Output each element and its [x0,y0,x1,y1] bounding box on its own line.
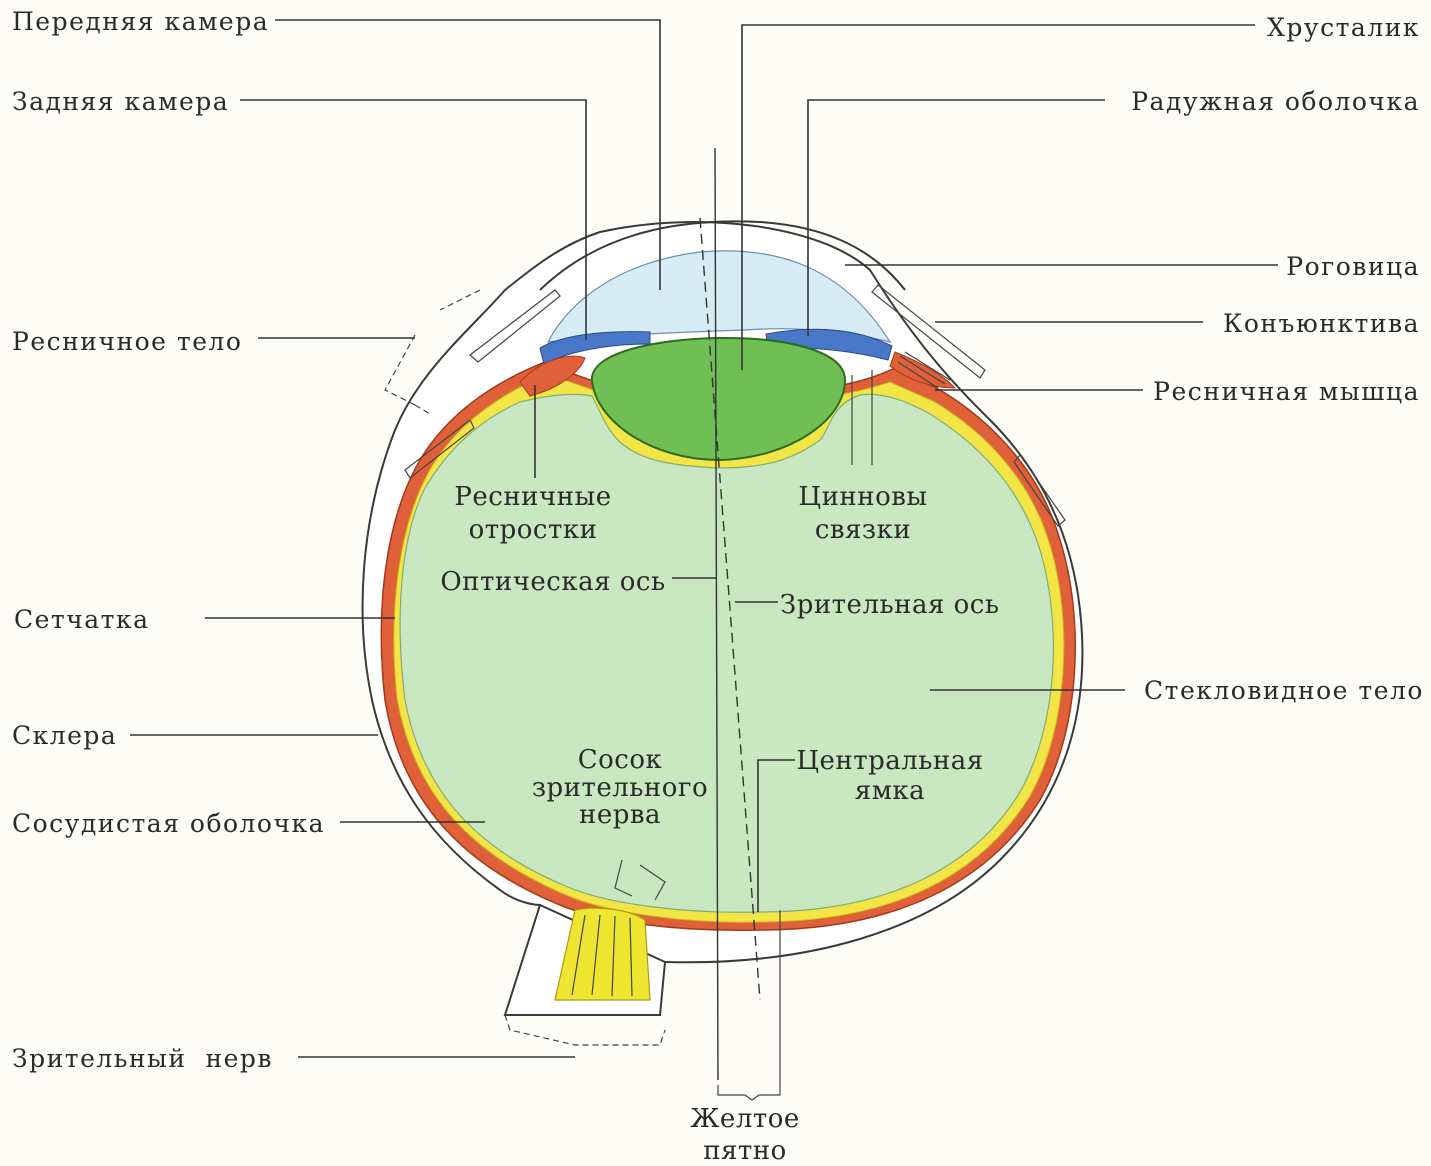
label-optic-nerve: Зрительный нерв [12,1044,273,1073]
label-visual-axis: Зрительная ось [780,590,999,620]
label-macula-2: пятно [703,1136,787,1166]
label-cornea: Роговица [1286,252,1420,281]
label-fovea-1: Центральная [796,746,983,776]
label-fovea-2: ямка [855,776,925,806]
label-ciliary-processes-2: отростки [469,515,598,545]
label-macula-1: Желтое [690,1104,800,1134]
label-zonule-1: Цинновы [798,482,927,512]
label-retina: Сетчатка [14,605,150,634]
label-vitreous-body: Стекловидное тело [1144,676,1424,705]
label-posterior-chamber: Задняя камера [12,87,229,116]
label-anterior-chamber: Передняя камера [12,7,269,36]
label-sclera: Склера [12,721,117,750]
label-zonule-2: связки [815,515,911,545]
macula-bracket [718,1085,780,1100]
label-choroid: Сосудистая оболочка [12,809,325,838]
label-conjunctiva: Конъюнктива [1223,309,1420,338]
vitreous-body [400,394,1053,912]
label-optic-disc-1: Сосок [578,745,663,775]
label-lens: Хрусталик [1267,13,1420,42]
label-optical-axis: Оптическая ось [440,567,665,597]
optic-nerve-bracket [505,1015,665,1045]
label-ciliary-muscle: Ресничная мышца [1153,377,1420,406]
label-optic-disc-2: зрительного [532,773,708,803]
label-ciliary-body: Ресничное тело [12,327,243,356]
label-iris: Радужная оболочка [1131,87,1420,116]
label-ciliary-processes-1: Ресничные [454,482,611,512]
label-optic-disc-3: нерва [579,800,661,830]
